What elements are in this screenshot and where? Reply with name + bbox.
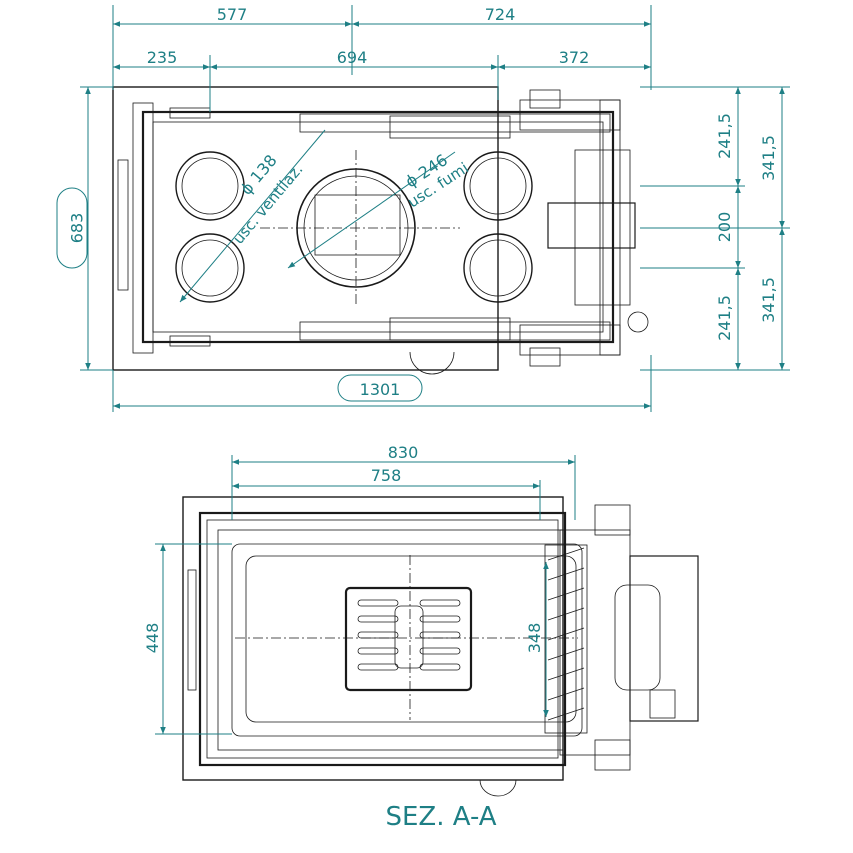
dim-577: 577: [217, 5, 248, 24]
callout-large-leader: [287, 151, 456, 269]
section-grate-slots: [357, 599, 461, 671]
plan-top-bracket: [389, 115, 511, 139]
section-view: [182, 496, 699, 797]
dim-200: 200: [715, 212, 734, 243]
section-firebox-inner: [245, 555, 577, 723]
plan-top-clip: [169, 107, 211, 119]
plan-bottom-clip: [169, 335, 211, 347]
plan-inner-frame-2: [152, 121, 604, 333]
section-door-hatch-lines: [547, 547, 585, 721]
dim-448: 448: [143, 623, 162, 654]
section-grate: [344, 586, 473, 692]
small-duct-bottom-left-inner: [181, 239, 239, 297]
top-view-dimensions: 577 724 235 694 372 683 1301 241,5 200 2…: [56, 5, 790, 412]
small-duct-top-left-inner: [181, 157, 239, 215]
section-dimensions: 830 758 448 348 SEZ. A-A: [143, 443, 576, 832]
plan-top-rail: [299, 113, 611, 133]
plan-bottom-right-tab: [529, 347, 561, 367]
dim-341-top: 341,5: [759, 135, 778, 181]
section-label: SEZ. A-A: [385, 802, 496, 832]
small-duct-bottom-right-inner: [469, 239, 527, 297]
small-duct-top-right-inner: [469, 157, 527, 215]
section-frame-outer: [198, 511, 567, 767]
plan-bottom-bracket: [389, 317, 511, 341]
section-right-top-tab: [594, 504, 631, 536]
section-right-latch: [649, 689, 676, 719]
section-wheel: [479, 779, 517, 797]
plan-right-post: [599, 99, 621, 356]
dim-372: 372: [559, 48, 590, 67]
section-frame-3: [217, 529, 564, 751]
dim-1301: 1301: [360, 380, 401, 399]
dim-683: 683: [68, 213, 87, 244]
dim-241-top: 241,5: [715, 113, 734, 159]
plan-outer-body: [112, 86, 499, 371]
plan-top-right-tab: [529, 89, 561, 109]
plan-right-housing: [574, 149, 631, 306]
plan-wheel: [409, 351, 455, 375]
plan-knob: [627, 311, 649, 333]
section-outer-body: [182, 496, 564, 781]
dim-341-bottom: 341,5: [759, 277, 778, 323]
plan-right-top-mech: [519, 99, 621, 131]
dim-758: 758: [371, 466, 402, 485]
dim-694: 694: [337, 48, 368, 67]
section-firebox: [231, 543, 583, 737]
small-duct-top-left: [175, 151, 245, 221]
dim-830: 830: [388, 443, 419, 462]
callout-small-leader: [179, 129, 326, 303]
dim-1301-badge: [337, 374, 423, 402]
section-right-box: [629, 555, 699, 722]
plan-right-box: [547, 202, 636, 249]
dim-241-bottom: 241,5: [715, 295, 734, 341]
small-duct-top-right: [463, 151, 533, 221]
flue-outlet-plate: [314, 194, 401, 256]
section-frame-2: [206, 519, 559, 759]
top-plan-view: [112, 86, 649, 375]
plan-inner-frame: [141, 110, 615, 344]
dim-683-badge: [56, 187, 88, 269]
small-duct-bottom-right: [463, 233, 533, 303]
dim-348: 348: [525, 623, 544, 654]
section-right-handle: [614, 584, 661, 691]
dim-235: 235: [147, 48, 178, 67]
plan-left-handle: [117, 159, 129, 291]
section-left-handle: [187, 569, 197, 691]
small-duct-bottom-left: [175, 233, 245, 303]
dim-724: 724: [485, 5, 516, 24]
